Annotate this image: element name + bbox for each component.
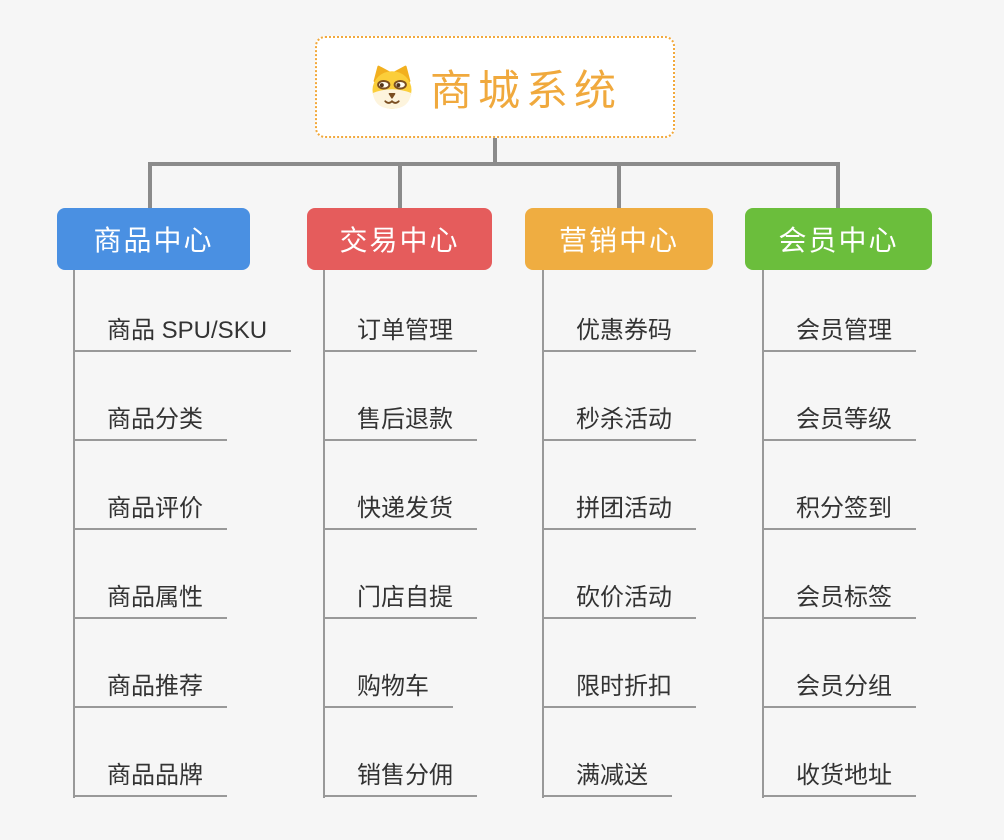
leaf-node[interactable]: 会员标签 [762, 583, 916, 619]
branch-label: 商品中心 [93, 225, 214, 256]
root-node-title: 商城系统 [429, 66, 622, 114]
doge-face-icon [372, 65, 412, 109]
branch-node-product-center[interactable]: 商品中心 [57, 208, 250, 270]
leaf-node[interactable]: 商品评价 [73, 494, 227, 530]
branch-node-member-center[interactable]: 会员中心 [745, 208, 932, 270]
leaf-node[interactable]: 限时折扣 [542, 672, 696, 708]
leaf-node[interactable]: 秒杀活动 [542, 405, 696, 441]
leaf-node[interactable]: 拼团活动 [542, 494, 696, 530]
leaf-node[interactable]: 商品 SPU/SKU [73, 316, 292, 352]
leaf-node[interactable]: 售后退款 [323, 405, 477, 441]
leaf-node[interactable]: 积分签到 [762, 494, 916, 530]
branch-node-trade-center[interactable]: 交易中心 [307, 208, 492, 270]
branch-label: 营销中心 [558, 225, 679, 256]
leaf-node[interactable]: 商品分类 [73, 405, 227, 441]
connector-line [323, 270, 325, 798]
leaf-node[interactable]: 会员分组 [762, 672, 916, 708]
connector-horizontal-bar [148, 162, 840, 166]
leaf-node[interactable]: 购物车 [323, 672, 453, 708]
leaf-node[interactable]: 商品属性 [73, 583, 227, 619]
leaf-node[interactable]: 订单管理 [323, 316, 477, 352]
leaf-node[interactable]: 砍价活动 [542, 583, 696, 619]
connector-drop-member [836, 162, 840, 210]
connector-root-stem [493, 138, 497, 164]
leaf-node[interactable]: 快递发货 [323, 494, 477, 530]
leaf-node[interactable]: 会员管理 [762, 316, 916, 352]
leaf-node[interactable]: 会员等级 [762, 405, 916, 441]
connector-line [762, 270, 764, 798]
connector-line [542, 270, 544, 798]
leaf-node[interactable]: 满减送 [542, 761, 672, 797]
connector-line [73, 270, 75, 798]
root-node-mall-system[interactable]: 商城系统 [315, 36, 675, 138]
branch-label: 交易中心 [339, 225, 460, 256]
leaf-node[interactable]: 销售分佣 [323, 761, 477, 797]
branch-label: 会员中心 [778, 225, 899, 256]
leaf-node[interactable]: 商品推荐 [73, 672, 227, 708]
branch-node-marketing-center[interactable]: 营销中心 [525, 208, 713, 270]
connector-drop-marketing [617, 162, 621, 210]
connector-drop-trade [398, 162, 402, 210]
leaf-node[interactable]: 优惠券码 [542, 316, 696, 352]
connector-drop-products [148, 162, 152, 210]
leaf-node[interactable]: 门店自提 [323, 583, 477, 619]
leaf-node[interactable]: 收货地址 [762, 761, 916, 797]
leaf-node[interactable]: 商品品牌 [73, 761, 227, 797]
